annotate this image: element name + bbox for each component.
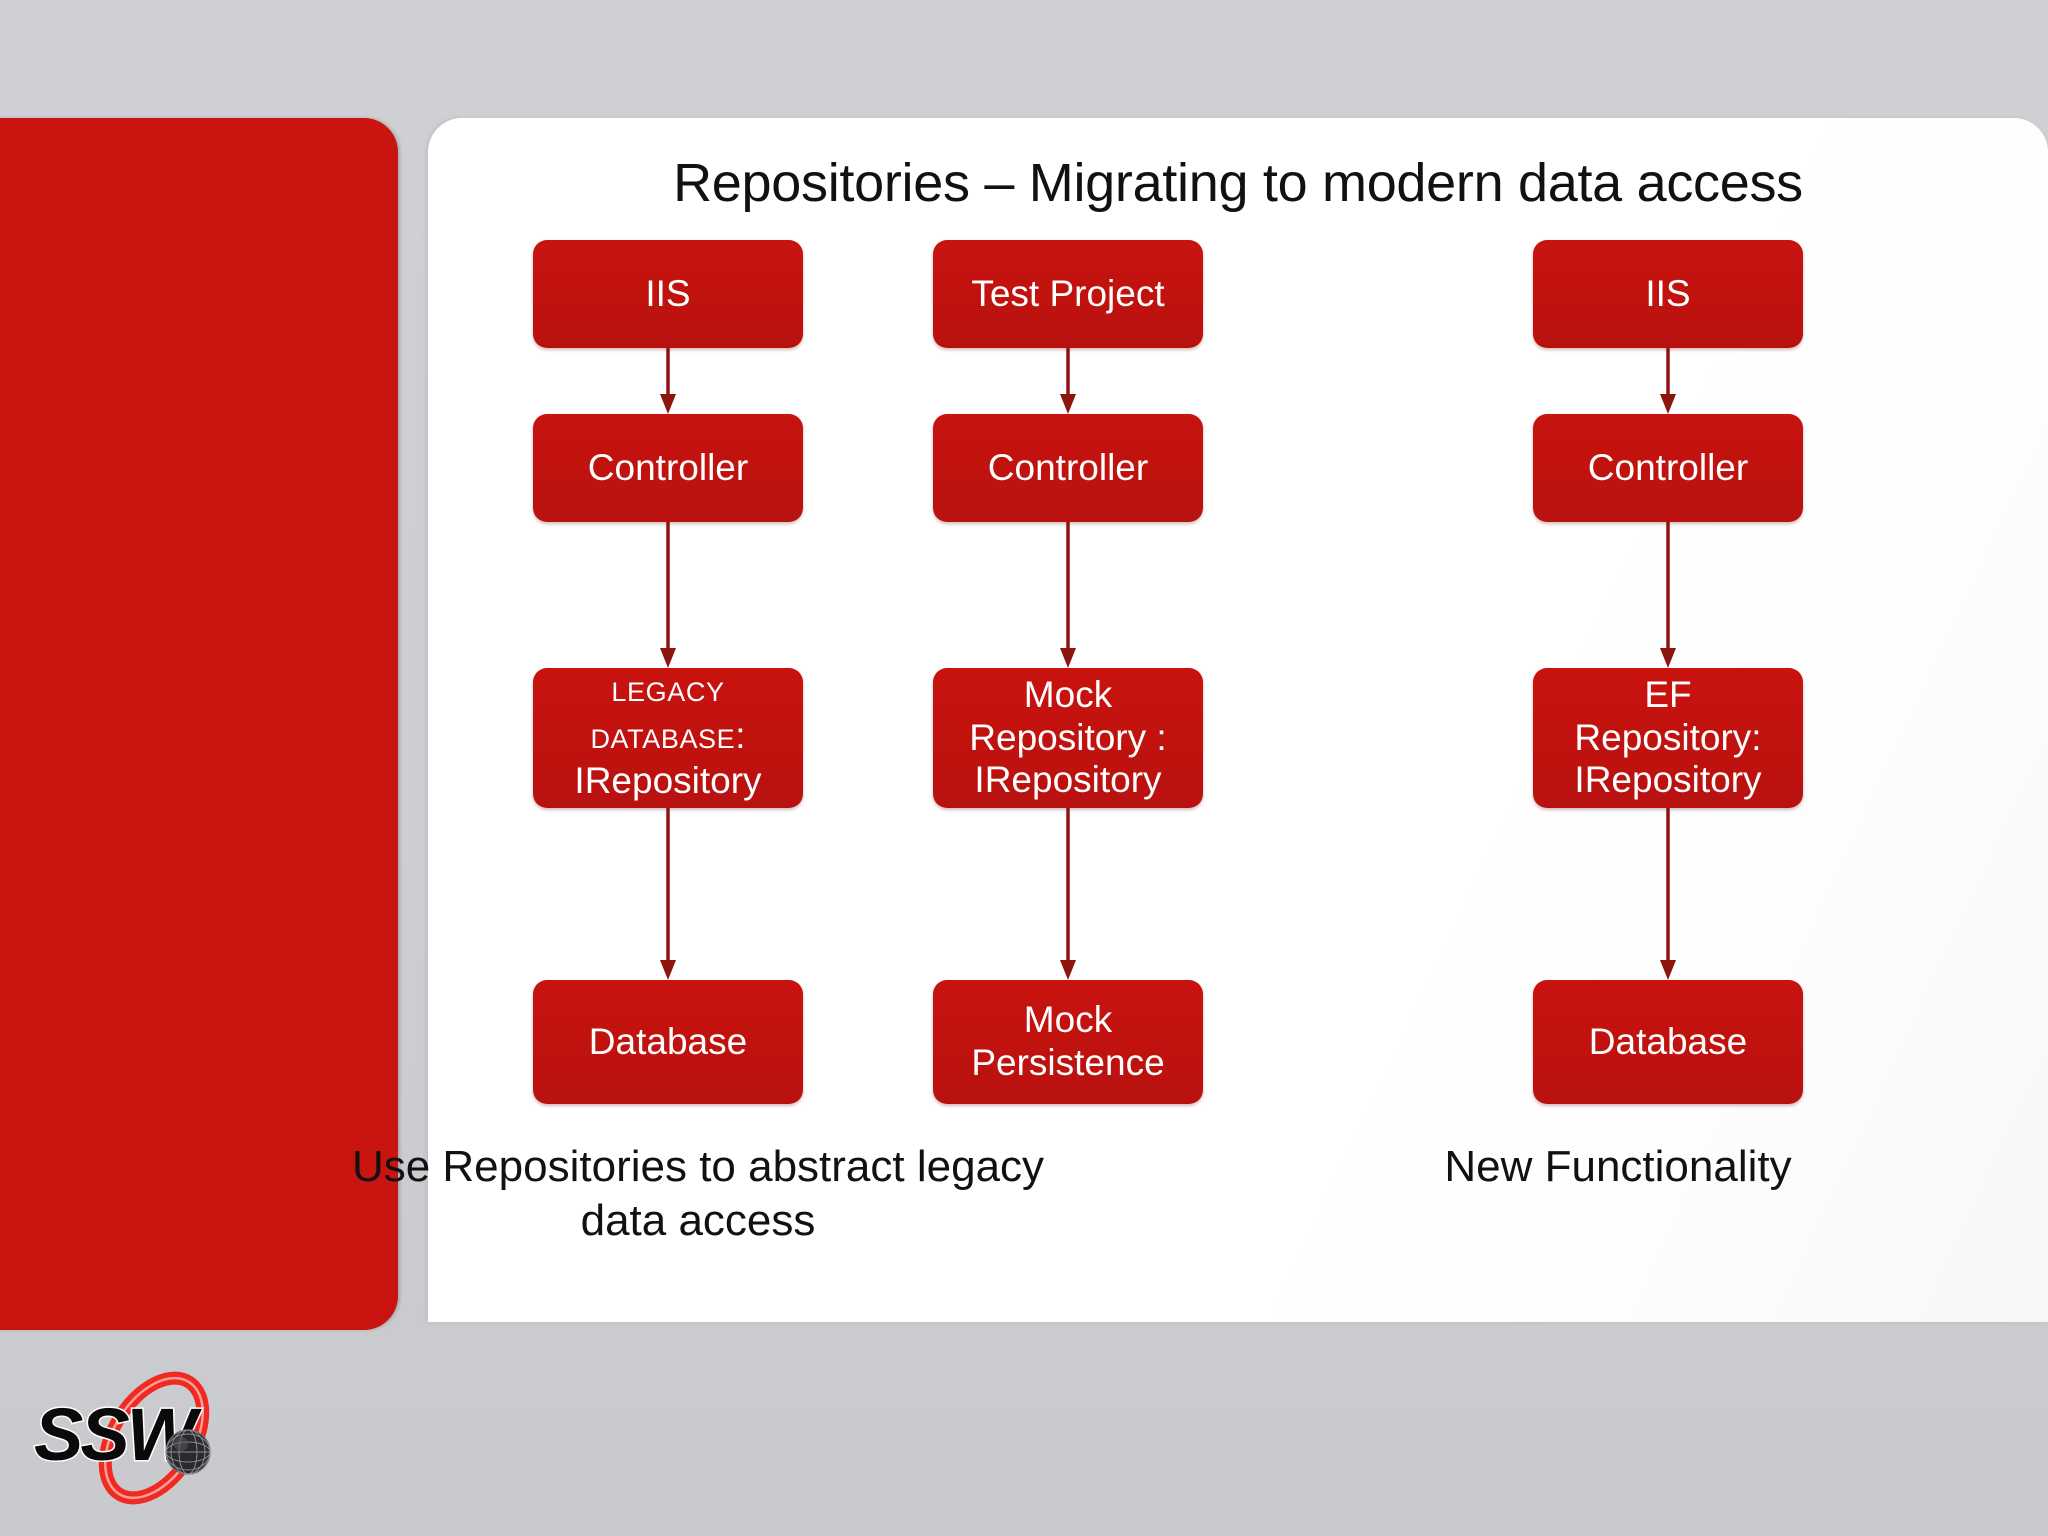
node-label: Controller — [587, 447, 749, 489]
node-database[interactable]: Database — [533, 980, 803, 1104]
page-title: Repositories – Migrating to modern data … — [673, 153, 1803, 213]
node-controller[interactable]: Controller — [533, 414, 803, 522]
node-mock-persistence[interactable]: Mock Persistence — [933, 980, 1203, 1104]
node-test-project[interactable]: Test Project — [933, 240, 1203, 348]
node-mock-repository[interactable]: Mock Repository : IRepository — [933, 668, 1203, 808]
node-label-line-1: LEGACY — [611, 677, 725, 708]
node-controller[interactable]: Controller — [933, 414, 1203, 522]
node-database[interactable]: Database — [1533, 980, 1803, 1104]
node-label-line-2: DATABASE: — [543, 712, 793, 760]
caption-legacy-flow: Use Repositories to abstract legacy data… — [351, 1142, 1045, 1245]
node-label: IIS — [1645, 273, 1691, 315]
node-label-line-2: Repository: — [1574, 716, 1762, 758]
node-label: Controller — [987, 447, 1149, 489]
node-label-line-2-colon: : — [735, 715, 746, 757]
node-label-line-2-text: DATABASE — [590, 724, 736, 755]
node-ef-repository[interactable]: EF Repository: IRepository — [1533, 668, 1803, 808]
node-iis[interactable]: IIS — [1533, 240, 1803, 348]
node-iis[interactable]: IIS — [533, 240, 803, 348]
node-label-line-3: IRepository — [574, 760, 762, 802]
node-label-line-1: Mock — [1023, 999, 1113, 1041]
node-controller[interactable]: Controller — [1533, 414, 1803, 522]
arrow-ef-repository-to-database — [1655, 808, 1681, 980]
node-legacy-repository[interactable]: LEGACY DATABASE: IRepository — [533, 668, 803, 808]
arrow-iis-to-controller — [1655, 348, 1681, 414]
node-label: Controller — [1587, 447, 1749, 489]
repository-diagram: IIS Controller LEGACY D — [352, 240, 2048, 1330]
caption-new-flow: New Functionality — [1444, 1142, 1792, 1191]
arrow-controller-to-legacy-repository — [655, 522, 681, 668]
arrow-mock-repository-to-mock-persistence — [1055, 808, 1081, 980]
node-label: IIS — [645, 273, 691, 315]
node-multiline-label: LEGACY DATABASE: IRepository — [543, 673, 793, 803]
ssw-logo: SSW — [26, 1368, 256, 1508]
arrow-iis-to-controller — [655, 348, 681, 414]
arrow-controller-to-ef-repository — [1655, 522, 1681, 668]
node-label-line-2: Persistence — [971, 1042, 1165, 1083]
node-label-line-3: IRepository — [1574, 759, 1762, 801]
node-multiline-label: Mock Persistence — [943, 999, 1193, 1084]
left-accent-panel — [0, 118, 398, 1330]
arrow-test-project-to-controller — [1055, 348, 1081, 414]
node-label-line-2: Repository : — [969, 716, 1167, 758]
node-label: Database — [1588, 1021, 1748, 1063]
arrow-controller-to-mock-repository — [1055, 522, 1081, 668]
node-label: Test Project — [971, 273, 1165, 315]
node-label-line-3: IRepository — [974, 759, 1162, 801]
node-multiline-label: EF Repository: IRepository — [1543, 674, 1793, 802]
node-label: Database — [588, 1021, 748, 1063]
arrow-legacy-repository-to-database — [655, 808, 681, 980]
node-label-line-1: EF — [1644, 674, 1692, 716]
node-label-line-1: Mock — [1023, 674, 1113, 716]
node-multiline-label: Mock Repository : IRepository — [943, 674, 1193, 802]
